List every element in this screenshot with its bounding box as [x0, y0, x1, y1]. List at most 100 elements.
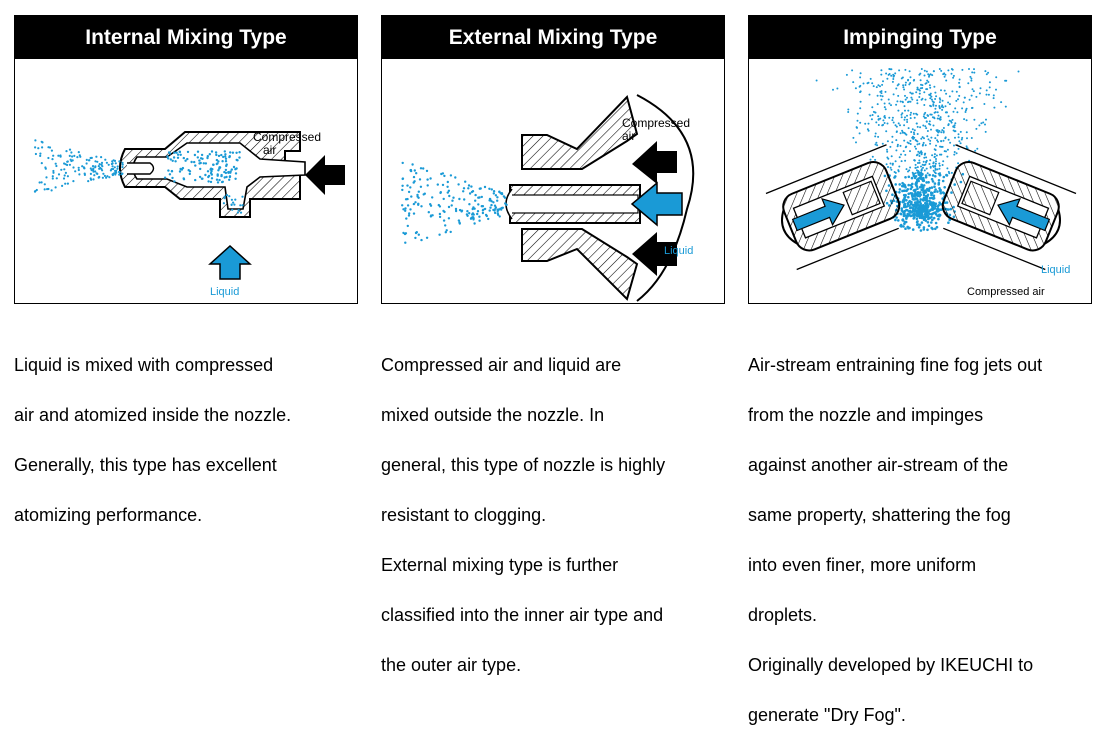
droplet: [918, 176, 921, 180]
droplet: [887, 157, 890, 160]
droplet: [935, 144, 937, 147]
droplet: [916, 171, 919, 174]
droplet: [901, 100, 904, 103]
droplet: [401, 204, 404, 207]
droplet: [928, 74, 931, 77]
droplet: [206, 156, 209, 160]
droplet: [909, 76, 912, 79]
droplet: [179, 167, 182, 171]
droplet: [420, 205, 423, 208]
droplet: [917, 150, 920, 153]
droplet: [228, 175, 232, 179]
droplet: [925, 127, 928, 130]
droplet: [922, 160, 925, 163]
droplet: [52, 154, 55, 157]
droplet: [923, 164, 926, 167]
droplet: [941, 99, 944, 102]
droplet: [224, 168, 228, 172]
droplet: [478, 219, 481, 222]
droplet: [899, 212, 902, 216]
droplet: [925, 181, 928, 184]
droplet: [885, 163, 888, 166]
droplet: [932, 104, 935, 107]
droplet: [855, 126, 858, 129]
droplet: [420, 238, 423, 242]
droplet: [917, 173, 921, 176]
desc-line: general, this type of nozzle is highly: [381, 455, 666, 475]
desc-line: classified into the inner air type and: [381, 605, 664, 625]
droplet: [929, 113, 932, 116]
droplet: [910, 111, 912, 114]
droplet: [120, 173, 123, 176]
droplet: [936, 111, 939, 114]
droplet: [955, 99, 958, 102]
droplet: [121, 166, 124, 169]
droplet: [938, 201, 941, 204]
droplet: [867, 122, 870, 125]
droplet: [926, 228, 929, 232]
droplet: [890, 155, 893, 158]
droplet: [946, 148, 949, 151]
droplet: [983, 103, 986, 105]
droplet: [851, 69, 854, 72]
droplet: [874, 158, 877, 161]
droplet: [893, 74, 896, 77]
droplet: [958, 140, 961, 143]
droplet: [953, 151, 956, 153]
droplet: [229, 151, 232, 154]
droplet: [929, 159, 932, 162]
droplet: [883, 106, 886, 109]
droplet: [871, 155, 874, 158]
droplet: [64, 163, 67, 166]
droplet: [985, 118, 987, 121]
droplet: [921, 215, 924, 219]
droplet: [419, 167, 423, 170]
droplet: [927, 181, 930, 184]
droplet: [913, 176, 917, 180]
droplet: [51, 175, 54, 178]
droplet: [923, 189, 927, 192]
droplet: [902, 150, 905, 153]
droplet: [443, 174, 446, 178]
droplet: [230, 168, 233, 171]
droplet: [924, 201, 927, 205]
droplet: [973, 68, 975, 71]
droplet: [204, 162, 208, 165]
droplet: [859, 72, 862, 75]
droplet: [163, 176, 167, 179]
droplet: [483, 207, 487, 211]
droplet: [238, 156, 241, 159]
droplet: [444, 224, 447, 227]
droplet: [900, 116, 903, 119]
droplet: [907, 101, 909, 104]
droplet: [968, 68, 970, 70]
droplet: [201, 157, 204, 160]
droplet: [985, 93, 988, 96]
droplet: [883, 102, 886, 105]
droplet: [922, 190, 925, 194]
droplet: [234, 177, 237, 180]
droplet: [890, 168, 893, 171]
droplet: [919, 151, 922, 154]
droplet: [419, 185, 423, 188]
droplet: [938, 208, 942, 212]
droplet: [60, 168, 63, 171]
droplet: [44, 166, 47, 169]
droplet: [924, 211, 927, 215]
droplet: [955, 152, 958, 155]
droplet: [934, 107, 937, 110]
droplet: [54, 186, 57, 189]
droplet: [883, 115, 886, 117]
compressed-air-label: Compressed air: [967, 286, 1045, 298]
droplet: [922, 115, 925, 118]
droplet: [922, 124, 925, 127]
droplet: [993, 106, 996, 109]
droplet: [196, 150, 200, 153]
droplet: [98, 163, 101, 166]
air-arrow-bottom: [632, 232, 677, 276]
droplet: [57, 173, 61, 176]
droplet: [40, 181, 43, 184]
droplet: [188, 170, 192, 173]
droplet: [173, 151, 176, 154]
